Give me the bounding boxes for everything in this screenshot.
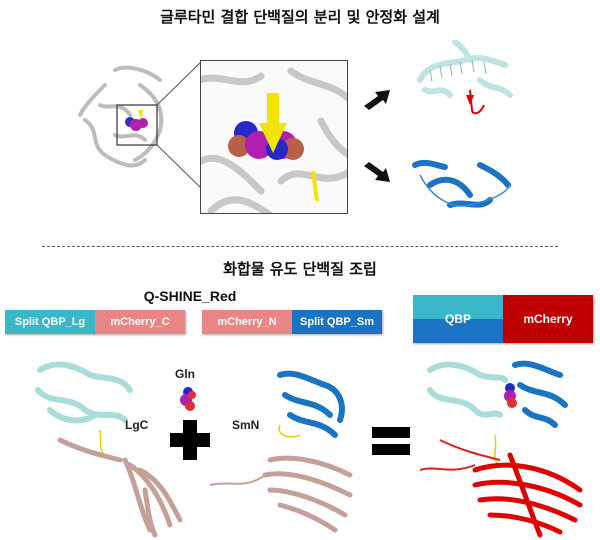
bottom-section-title: 화합물 유도 단백질 조립 (223, 260, 377, 278)
segment-mcherry: mCherry (503, 295, 593, 343)
smn-label: SmN (232, 418, 260, 432)
equals-icon (372, 427, 410, 455)
lgc-label: LgC (125, 418, 149, 432)
arrow-up-right-icon (364, 90, 390, 110)
segment-split-qbp-sm: Split QBP_Sm (292, 310, 382, 334)
construct-bar-smn: mCherry_N Split QBP_Sm (202, 310, 382, 334)
section-divider (42, 246, 558, 247)
glutamine-ligand-icon (180, 387, 196, 411)
qbp-full-structure-image (78, 65, 164, 168)
assembled-construct-bar: QBP mCherry (413, 295, 593, 343)
split-qbp-small-structure-image (412, 159, 511, 208)
zoom-lines (156, 59, 204, 191)
construct-name: Q-SHINE_Red (143, 288, 237, 304)
ligand-label: Gln (175, 367, 195, 381)
assembled-q-shine-red-structure-image (420, 360, 583, 538)
binding-site-zoom-image (200, 60, 348, 214)
smn-structure-image (210, 370, 353, 533)
construct-bar-lgc: Split QBP_Lg mCherry_C (5, 310, 185, 334)
arrow-down-right-icon (364, 162, 390, 182)
segment-split-qbp-lg: Split QBP_Lg (5, 310, 95, 334)
segment-qbp: QBP (413, 295, 503, 343)
plus-icon (170, 420, 210, 460)
lgc-structure-image (35, 361, 183, 538)
segment-mcherry-n: mCherry_N (202, 310, 292, 334)
segment-mcherry-c: mCherry_C (95, 310, 185, 334)
split-qbp-large-structure-image (417, 40, 513, 115)
top-section-title: 글루타민 결합 단백질의 분리 및 안정화 설계 (160, 8, 440, 26)
